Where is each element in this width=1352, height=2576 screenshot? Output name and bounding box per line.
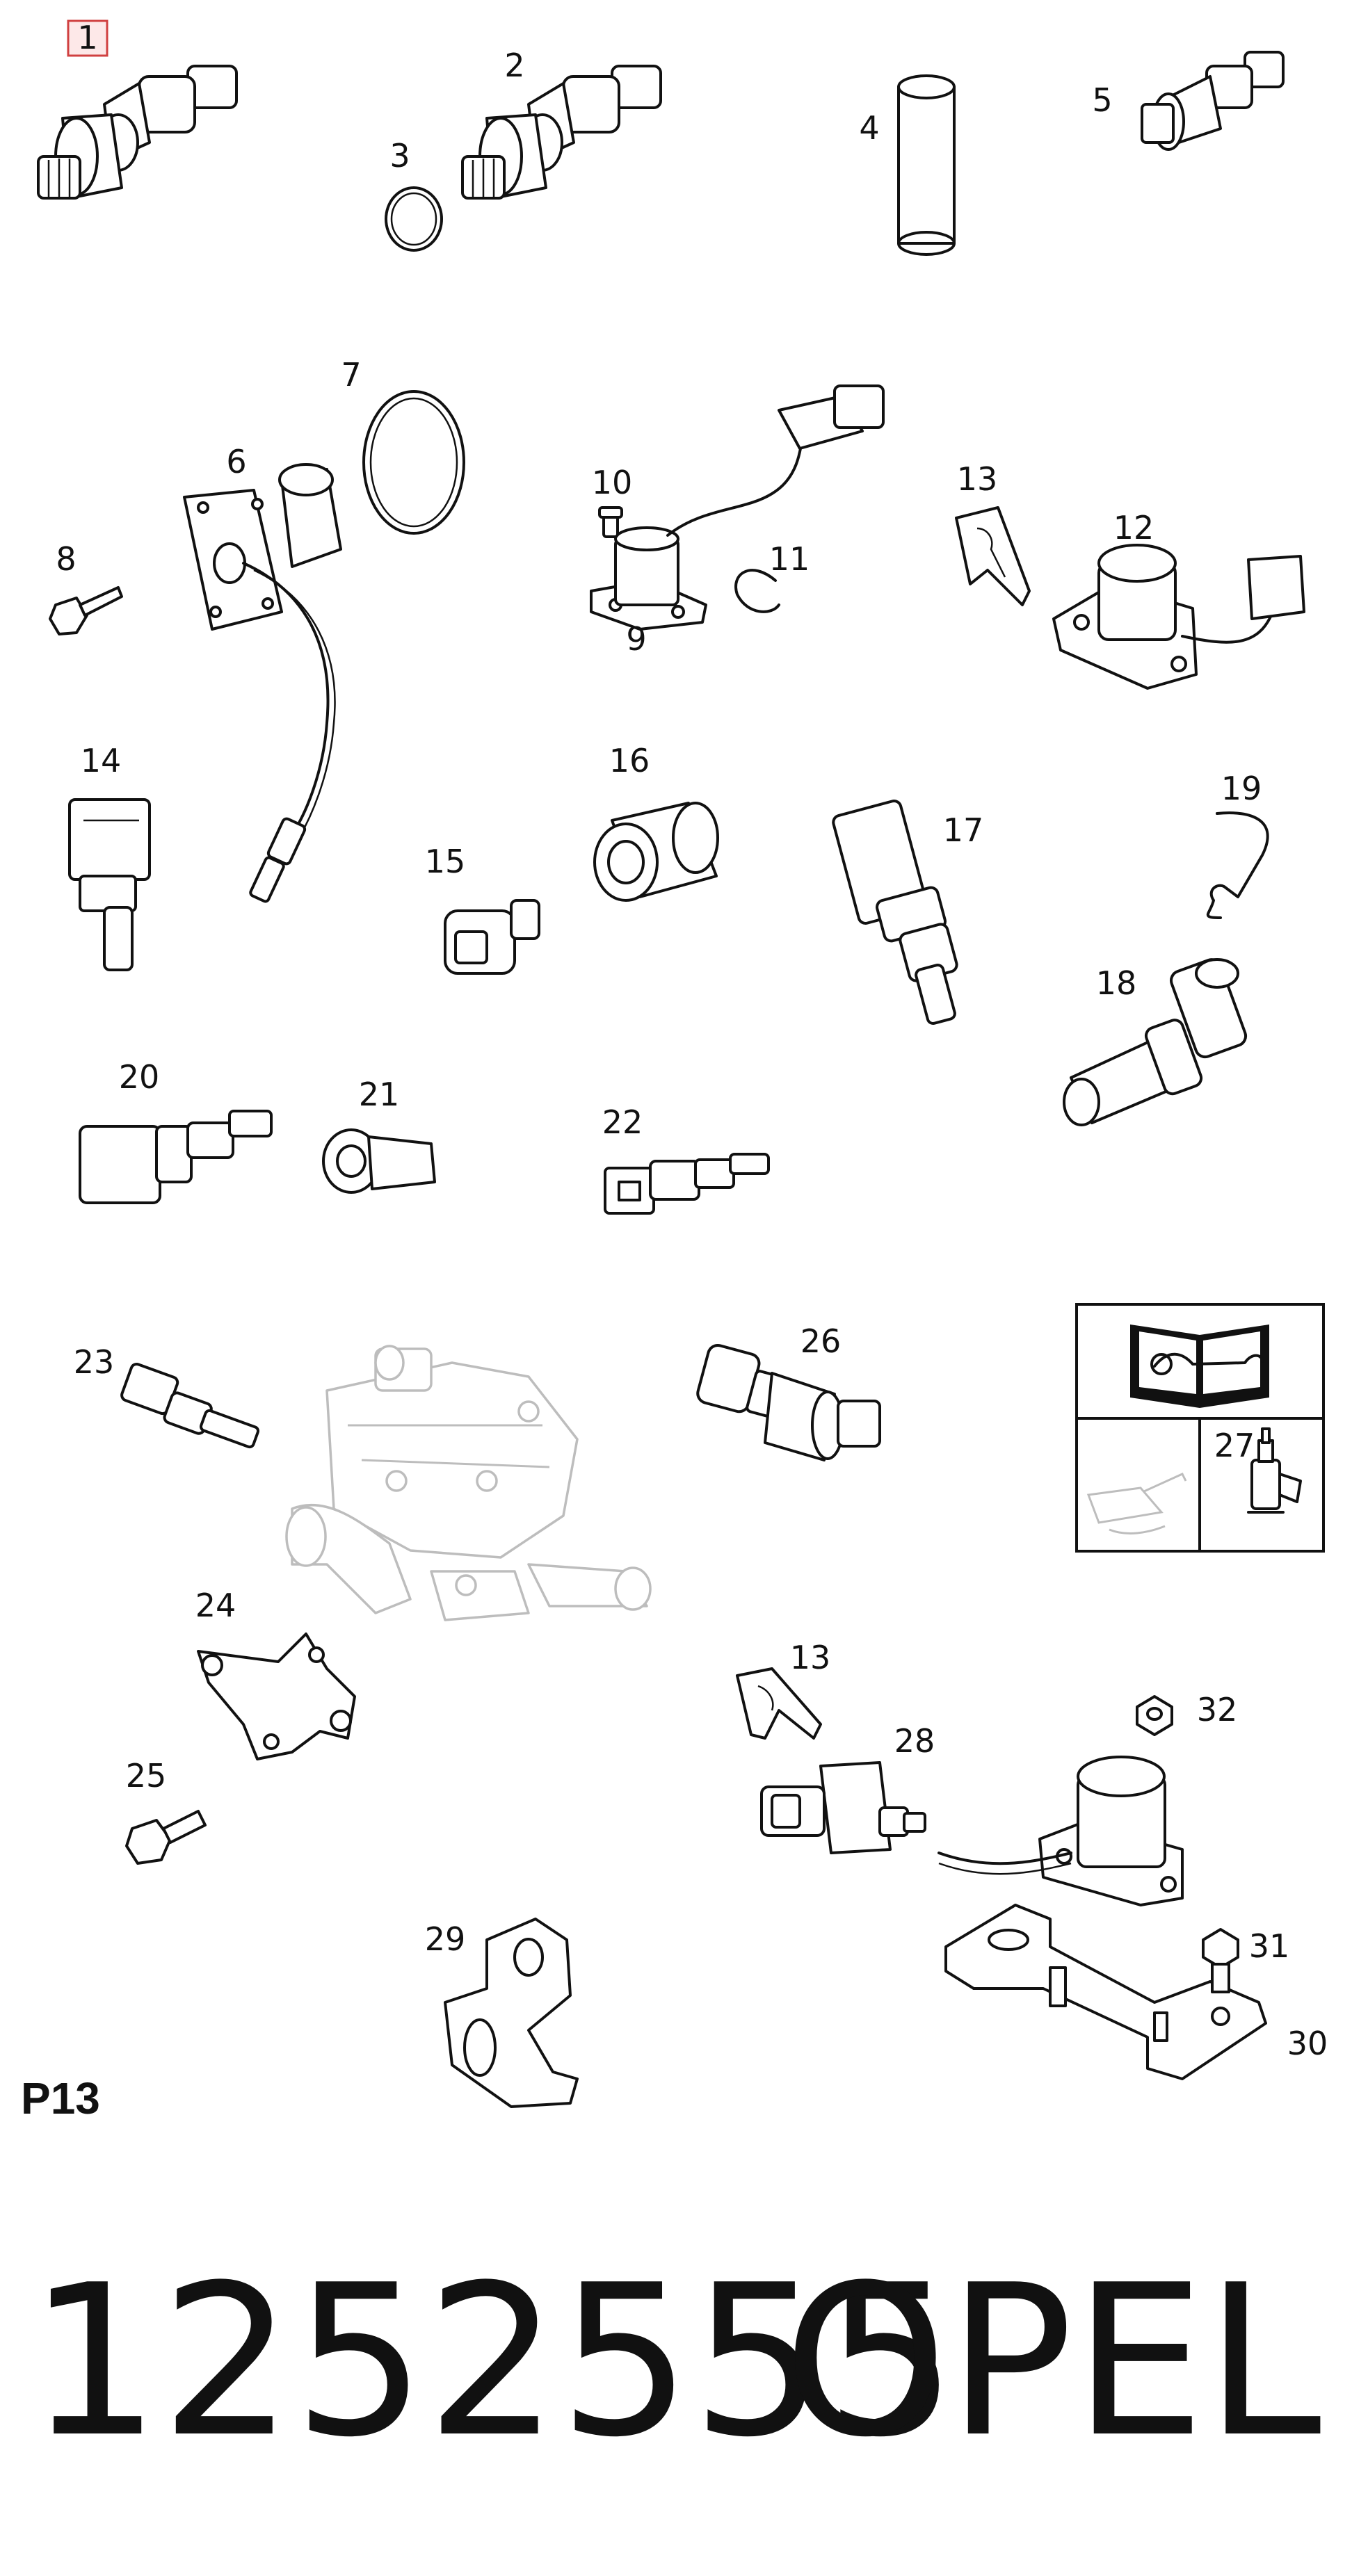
part-11-clip[interactable] [734,569,780,613]
part-20-temperature-sensor[interactable] [79,1110,273,1204]
part-5-pressure-switch[interactable] [1141,51,1285,151]
callout-19: 19 [1221,770,1262,807]
part-17-temperature-sender[interactable] [832,800,958,1026]
part-13-retaining-clip[interactable] [955,506,1031,606]
part-21-sensor[interactable] [322,1128,436,1194]
part-number: 1252555 [28,2240,957,2483]
sealant-bottle-icon [1247,1427,1302,1514]
thermostat-housing-outline [285,1345,652,1621]
svg-text:1: 1 [77,19,97,56]
callout-10: 10 [592,464,633,501]
part-3-o-ring[interactable] [385,186,443,252]
part-13-retaining-clip-lower[interactable] [736,1667,822,1740]
part-15-switch[interactable] [444,899,540,975]
section-label: P13 [21,2073,100,2123]
part-32-nut[interactable] [1136,1695,1173,1736]
part-4-sleeve[interactable] [897,74,956,256]
callout-21: 21 [359,1076,400,1113]
callout-27: 27 [1214,1427,1255,1464]
part-25-bolt[interactable] [125,1810,207,1865]
part-26-oil-pressure-switch[interactable] [695,1343,881,1461]
callout-24: 24 [195,1587,236,1624]
callout-31: 31 [1249,1927,1290,1965]
callout-9: 9 [626,620,646,658]
part-1-pressure-sensor[interactable] [37,65,238,200]
callout-12: 12 [1113,509,1154,546]
callout-28: 28 [894,1722,935,1760]
callout-23: 23 [74,1343,115,1381]
part-8-bolt[interactable] [49,586,123,635]
callout-17: 17 [943,811,984,849]
part-16-bushing[interactable] [593,802,719,902]
callout-2: 2 [504,47,524,84]
callout-15: 15 [425,843,466,880]
part-6-speed-sensor[interactable] [183,463,342,903]
part-2-pressure-sensor[interactable] [461,65,662,200]
callout-8: 8 [56,540,76,578]
callout-5: 5 [1092,81,1112,119]
service-manual-icon [1130,1325,1269,1408]
callout-18: 18 [1096,964,1137,1002]
solenoid-valve[interactable] [937,1756,1184,1906]
part-10-screw[interactable] [598,506,623,538]
part-23-temperature-sensor[interactable] [120,1362,260,1449]
callout-6: 6 [226,443,246,480]
part-29-bracket[interactable] [444,1918,579,2108]
callout-29: 29 [425,1920,466,1958]
callout-32: 32 [1197,1691,1238,1728]
part-31-bolt[interactable] [1202,1928,1239,1993]
callout-16: 16 [609,742,650,779]
part-12-solenoid[interactable] [1052,544,1305,690]
callout-13-bottom: 13 [790,1639,831,1676]
callout-7: 7 [341,356,361,394]
part-7-o-ring[interactable] [362,390,465,535]
callout-4: 4 [859,109,879,147]
part-19-spring-clip[interactable] [1206,811,1269,919]
callout-13-top: 13 [957,460,998,498]
part-14-temperature-sensor[interactable] [68,798,151,971]
part-22-sensor[interactable] [604,1153,770,1215]
part-28-sensor[interactable] [760,1761,926,1854]
callout-14: 14 [81,742,122,779]
callout-25: 25 [126,1757,167,1795]
callout-30: 30 [1287,2025,1328,2062]
part-18-position-sensor[interactable] [1063,957,1248,1126]
oil-can-icon [1086,1473,1187,1534]
part-9-sensor-with-cable[interactable] [590,384,885,631]
callout-1: 1 [67,19,108,57]
callout-22: 22 [602,1103,643,1141]
part-24-bracket[interactable] [197,1633,356,1760]
callout-3: 3 [389,137,410,175]
callout-20: 20 [119,1058,160,1096]
brand-name: OPEL [783,2240,1322,2483]
callout-11: 11 [769,540,810,578]
part-30-bracket[interactable] [944,1904,1267,2080]
callout-26: 26 [800,1322,842,1360]
